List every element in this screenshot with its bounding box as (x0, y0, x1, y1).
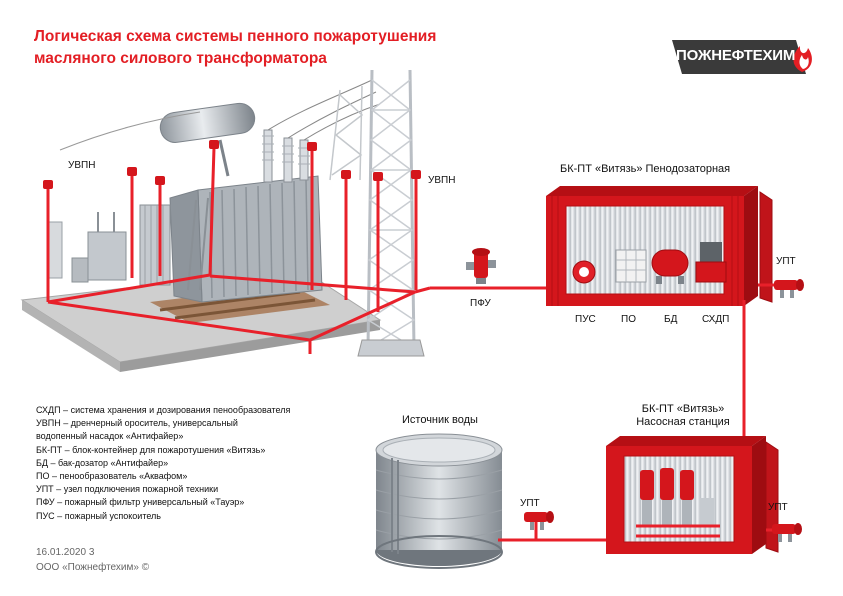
legend-item: ПФУ – пожарный фильтр универсальный «Тау… (36, 497, 245, 508)
label-upt-top: УПТ (776, 256, 796, 267)
label-water-source: Источник воды (402, 414, 478, 426)
footer: 16.01.2020 3 ООО «Пожнефтехим» © (36, 545, 149, 575)
title-line-2: масляного силового трансформатора (34, 50, 327, 67)
label-skhdp: СХДП (702, 314, 730, 325)
fire-filter-pfu (430, 248, 560, 290)
upt-top-unit (774, 279, 804, 298)
label-po: ПО (621, 314, 636, 325)
label-uvpn-right: УВПН (428, 175, 456, 186)
legend-item: СХДП – система хранения и дозирования пе… (36, 405, 291, 415)
label-bk-pump-title: БК-ПТ «Витязь» Насосная станция (628, 403, 738, 429)
company-logo: ПОЖНЕФТЕХИМ (668, 36, 818, 78)
footer-date: 16.01.2020 3 (36, 547, 95, 558)
label-pfu: ПФУ (470, 298, 491, 309)
legend-item: УПТ – узел подключения пожарной техники (36, 484, 219, 495)
legend-item: ПУС – пожарный успокоитель (36, 510, 161, 521)
diagram-title: Логическая схема системы пенного пожарот… (34, 26, 474, 70)
footer-company: ООО «Пожнефтехим» © (36, 562, 150, 573)
legend: СХДП – система хранения и дозирования пе… (36, 404, 290, 523)
label-uvpn-left: УВПН (68, 160, 96, 171)
logo-badge-icon (672, 40, 812, 74)
label-pus: ПУС (575, 314, 596, 325)
label-upt-mid: УПТ (520, 498, 540, 509)
title-line-1: Логическая схема системы пенного пожарот… (34, 28, 437, 45)
logo-text: ПОЖНЕФТЕХИМ (676, 47, 796, 64)
label-bk-pump-line-2: Насосная станция (636, 416, 730, 428)
legend-item: ПО – пенообразователь «Аквафом» (36, 471, 188, 482)
upt-mid-unit (524, 511, 554, 530)
foam-dosing-container (546, 186, 773, 306)
pump-station-container (606, 436, 786, 554)
water-tank (375, 433, 503, 569)
upt-right-unit (772, 523, 802, 542)
legend-item: БД – бак-дозатор «Антифайер» (36, 457, 169, 468)
label-upt-right: УПТ (768, 502, 788, 513)
label-bd: БД (664, 314, 678, 325)
transformer-substation (20, 69, 431, 372)
legend-item: водопенный насадок «Антифайер» (36, 431, 184, 442)
legend-item: БК-ПТ – блок-контейнер для пожаротушения… (36, 444, 266, 455)
legend-item: УВПН – дренчерный ороситель, универсальн… (36, 418, 238, 429)
label-bk-foam-title: БК-ПТ «Витязь» Пенодозаторная (560, 163, 731, 175)
label-bk-pump-line-1: БК-ПТ «Витязь» (641, 403, 725, 415)
